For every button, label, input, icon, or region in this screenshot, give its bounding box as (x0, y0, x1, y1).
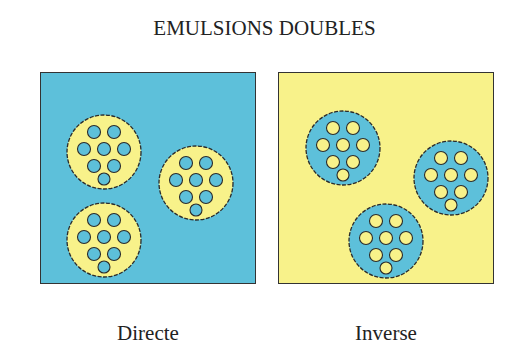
water-phase (40, 72, 256, 284)
water-droplet (306, 111, 380, 185)
oil-phase (278, 72, 494, 284)
diagram-title: EMULSIONS DOUBLES (0, 16, 529, 41)
phase-box: Directe (40, 72, 256, 284)
oil-droplet (67, 203, 141, 277)
emulsion-type-label: Directe (21, 321, 275, 346)
oil-droplet (159, 146, 233, 220)
emulsion-type-label: Inverse (259, 321, 513, 346)
oil-droplet (67, 115, 141, 189)
water-droplet (349, 204, 423, 278)
phase-box: Inverse (278, 72, 494, 284)
water-droplet (414, 141, 488, 215)
